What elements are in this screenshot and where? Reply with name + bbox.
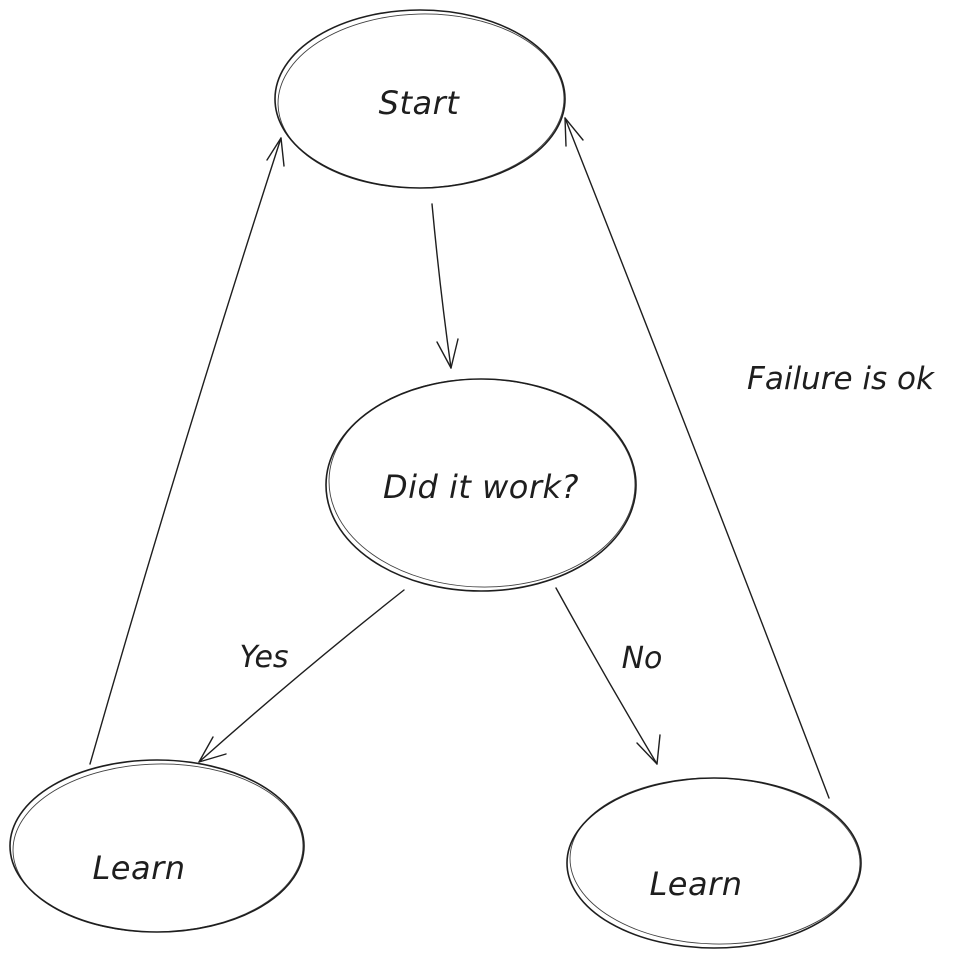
node-learn-left[interactable]: Learn <box>9 759 305 935</box>
node-learn-left-label: Learn <box>92 849 185 887</box>
node-learn-left-shape-sketch <box>12 763 304 933</box>
edge-learn-right-to-start-arrowhead <box>564 117 584 147</box>
edge-learn-left-to-start[interactable] <box>89 137 285 765</box>
edge-learn-right-to-start[interactable] <box>564 117 830 799</box>
node-learn-right[interactable]: Learn <box>566 774 862 949</box>
edge-learn-left-to-start-line <box>89 137 282 765</box>
node-decision-label: Did it work? <box>383 468 579 506</box>
node-decision-shape-sketch <box>328 378 636 588</box>
node-start[interactable]: Start <box>274 9 566 192</box>
annotation-failure-is-ok: Failure is ok <box>747 361 935 397</box>
edge-decision-to-learn-right-label: No <box>622 641 663 676</box>
edge-start-to-decision[interactable] <box>431 203 459 369</box>
node-learn-right-label: Learn <box>649 865 742 903</box>
edge-start-to-decision-arrowhead <box>436 338 459 369</box>
node-learn-right-shape-sketch <box>569 777 861 945</box>
edge-learn-right-to-start-line <box>564 117 830 799</box>
node-start-shape-sketch <box>277 13 565 189</box>
node-decision[interactable]: Did it work? <box>325 376 637 592</box>
edge-decision-to-learn-left-label: Yes <box>239 640 288 675</box>
edge-decision-to-learn-right-line <box>555 587 658 765</box>
node-start-label: Start <box>379 84 461 122</box>
edge-start-to-decision-line <box>431 203 452 369</box>
edge-decision-to-learn-right-arrowhead <box>636 734 661 765</box>
edge-decision-to-learn-left-line <box>198 589 405 763</box>
edge-decision-to-learn-right[interactable]: No <box>555 587 663 765</box>
edge-decision-to-learn-left-arrowhead <box>198 736 227 763</box>
edge-learn-left-to-start-arrowhead <box>266 137 285 167</box>
edge-decision-to-learn-left[interactable]: Yes <box>198 589 405 763</box>
